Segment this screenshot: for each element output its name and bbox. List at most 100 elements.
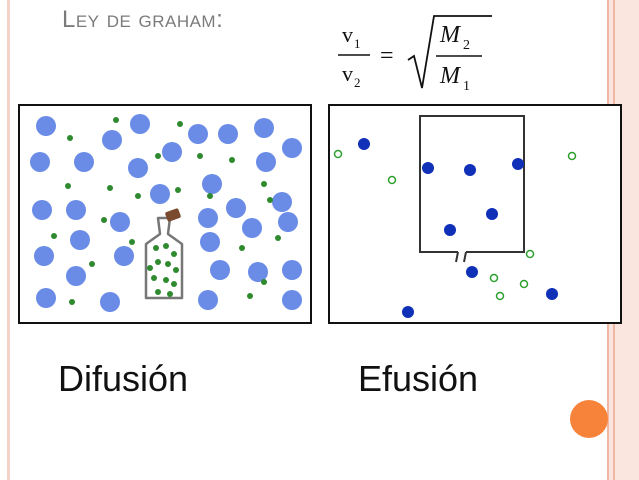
gas-particle-large <box>114 246 134 266</box>
bottled-particle <box>151 275 157 281</box>
effusion-container <box>419 115 525 253</box>
bottled-particle <box>155 289 161 295</box>
graham-formula: v 1 v 2 = M 2 M 1 <box>338 15 492 94</box>
gas-particle-small <box>261 279 267 285</box>
gas-particle-large <box>202 174 222 194</box>
effusion-particle-light <box>525 249 535 259</box>
gas-particle-small <box>107 185 113 191</box>
formula-lhs-num-sub: 1 <box>354 36 361 51</box>
gas-particle-large <box>282 290 302 310</box>
bottled-particle <box>167 291 173 297</box>
gas-particle-large <box>226 198 246 218</box>
effusion-particle-heavy <box>512 158 524 170</box>
gas-particle-large <box>256 152 276 172</box>
gas-particle-large <box>74 152 94 172</box>
gas-particle-large <box>100 292 120 312</box>
gas-particle-large <box>198 290 218 310</box>
gas-particle-small <box>275 235 281 241</box>
gas-particle-large <box>66 266 86 286</box>
gas-particle-small <box>51 233 57 239</box>
gas-particle-large <box>30 152 50 172</box>
gas-particle-small <box>129 239 135 245</box>
formula-lhs-den-sub: 2 <box>354 75 361 90</box>
gas-particle-small <box>67 135 73 141</box>
gas-particle-large <box>278 212 298 232</box>
formula-rhs-num: M <box>439 22 462 48</box>
gas-particle-small <box>155 153 161 159</box>
gas-particle-small <box>135 193 141 199</box>
gas-particle-small <box>261 181 267 187</box>
effusion-particle-heavy <box>444 224 456 236</box>
effusion-particle-heavy <box>546 288 558 300</box>
gas-particle-large <box>188 124 208 144</box>
gas-particle-small <box>89 261 95 267</box>
formula-rhs-num-sub: 2 <box>463 38 470 53</box>
gas-particle-large <box>36 288 56 308</box>
effusion-pinhole-left <box>455 251 459 263</box>
gas-particle-large <box>36 116 56 136</box>
effusion-particle-heavy <box>486 208 498 220</box>
gas-particle-large <box>102 130 122 150</box>
effusion-particle-heavy <box>464 164 476 176</box>
gas-particle-large <box>282 138 302 158</box>
formula-rhs-den: M <box>439 63 462 89</box>
formula-rhs-den-sub: 1 <box>463 79 470 94</box>
gas-particle-small <box>207 193 213 199</box>
formula-sqrt-sign <box>407 15 492 89</box>
bottled-particle <box>173 267 179 273</box>
formula-equals: = <box>380 43 394 69</box>
caption-diffusion: Difusión <box>58 358 189 399</box>
diffusion-panel <box>18 104 312 324</box>
effusion-pinhole-right <box>463 251 467 263</box>
effusion-particle-heavy <box>422 162 434 174</box>
gas-particle-large <box>198 208 218 228</box>
bottled-particle <box>171 281 177 287</box>
gas-particle-large <box>248 262 268 282</box>
gas-particle-large <box>66 200 86 220</box>
gas-particle-large <box>130 114 150 134</box>
gas-particle-large <box>200 232 220 252</box>
effusion-illustration <box>333 115 577 318</box>
gas-particle-large <box>34 246 54 266</box>
effusion-particle-heavy <box>402 306 414 318</box>
bottled-particle <box>147 265 153 271</box>
gas-particle-large <box>242 218 262 238</box>
effusion-particle-light <box>495 291 505 301</box>
gas-particle-large <box>150 184 170 204</box>
bottled-particle <box>155 259 161 265</box>
gas-particle-small <box>69 299 75 305</box>
gas-particle-small <box>175 187 181 193</box>
bottled-particle <box>153 245 159 251</box>
gas-particle-small <box>101 217 107 223</box>
gas-particle-small <box>239 245 245 251</box>
effusion-panel <box>328 104 622 324</box>
gas-particle-large <box>110 212 130 232</box>
decorative-orange-circle <box>570 400 608 438</box>
gas-particle-small <box>197 153 203 159</box>
gas-particle-large <box>218 124 238 144</box>
bottle-cap <box>165 208 181 222</box>
gas-particle-large <box>210 260 230 280</box>
gas-particle-small <box>247 293 253 299</box>
slide-title: Ley de graham: <box>62 6 224 33</box>
gas-particle-large <box>272 192 292 212</box>
gas-particle-large <box>128 158 148 178</box>
gas-particle-large <box>162 142 182 162</box>
effusion-particle-light <box>387 175 397 185</box>
left-border-rule <box>7 0 10 480</box>
bottled-particle <box>163 243 169 249</box>
gas-particle-large <box>254 118 274 138</box>
gas-particle-large <box>282 260 302 280</box>
gas-particle-small <box>267 197 273 203</box>
effusion-particle-light <box>519 279 529 289</box>
gas-particle-small <box>177 121 183 127</box>
gas-particle-small <box>65 183 71 189</box>
diffusion-illustration <box>30 114 302 312</box>
bottled-particle <box>163 277 169 283</box>
effusion-particle-light <box>489 273 499 283</box>
effusion-particle-heavy <box>466 266 478 278</box>
effusion-particle-light <box>567 151 577 161</box>
formula-lhs-den: v <box>342 61 353 86</box>
gas-particle-small <box>113 117 119 123</box>
